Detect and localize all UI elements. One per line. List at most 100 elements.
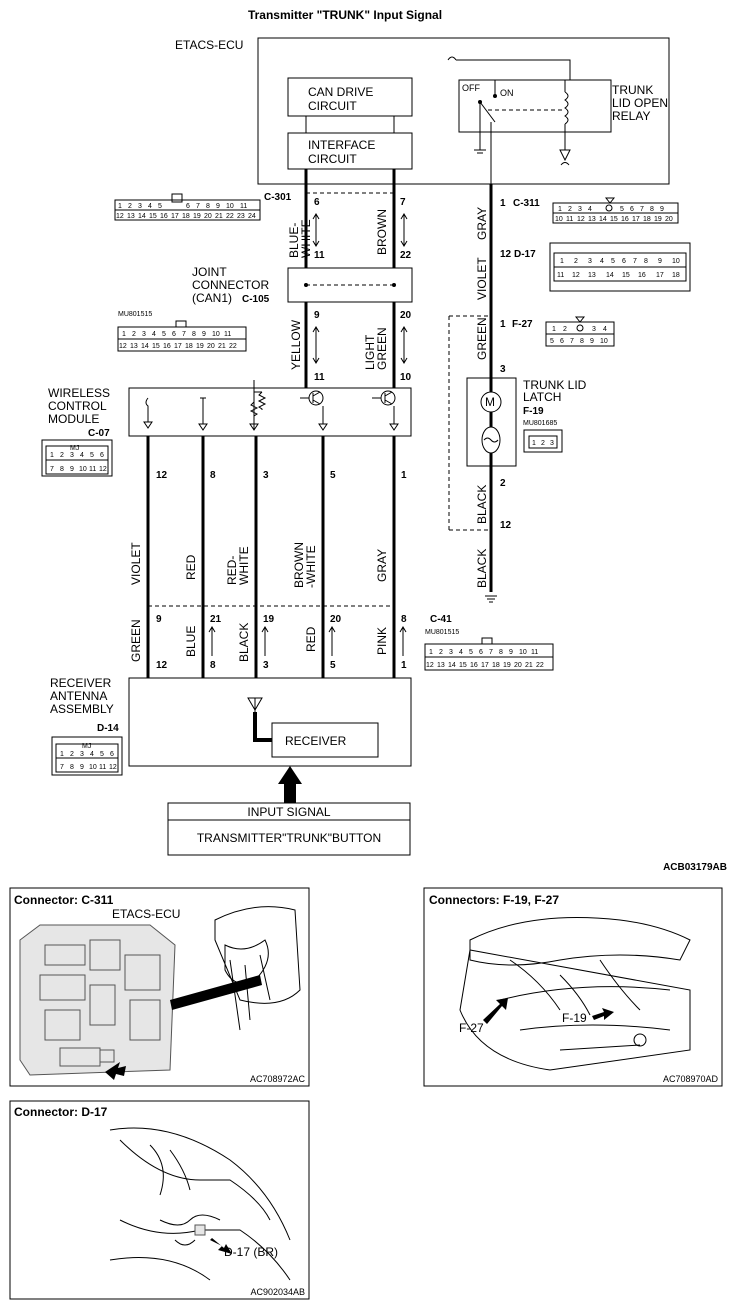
svg-text:10: 10 <box>600 338 608 345</box>
svg-text:F-19: F-19 <box>523 406 544 417</box>
svg-text:C-311: C-311 <box>513 198 540 209</box>
svg-text:2: 2 <box>541 440 545 447</box>
svg-text:22: 22 <box>226 213 234 220</box>
page-title: Transmitter "TRUNK" Input Signal <box>248 8 442 22</box>
svg-text:1: 1 <box>122 331 126 338</box>
svg-text:3: 3 <box>80 751 84 758</box>
svg-text:MJ: MJ <box>82 743 91 750</box>
svg-text:10: 10 <box>89 764 97 771</box>
svg-text:19: 19 <box>196 343 204 350</box>
svg-text:YELLOW: YELLOW <box>289 319 303 370</box>
svg-text:ASSEMBLY: ASSEMBLY <box>50 702 114 716</box>
interface-box <box>287 132 413 170</box>
svg-text:2: 2 <box>70 751 74 758</box>
svg-text:6: 6 <box>186 203 190 210</box>
svg-text:21: 21 <box>525 662 533 669</box>
svg-text:MU801515: MU801515 <box>118 311 152 318</box>
photo-panel-d17 <box>9 1100 310 1300</box>
d17-arrow-icon <box>210 1238 232 1254</box>
svg-text:17: 17 <box>632 216 640 223</box>
svg-text:21: 21 <box>218 343 226 350</box>
svg-text:3: 3 <box>449 649 453 656</box>
svg-text:4: 4 <box>600 258 604 265</box>
svg-text:22: 22 <box>400 250 412 261</box>
svg-text:LATCH: LATCH <box>523 390 561 404</box>
svg-text:1: 1 <box>401 470 407 481</box>
svg-text:7: 7 <box>182 331 186 338</box>
arrow-icon <box>105 1062 126 1080</box>
ecu-box <box>257 37 670 185</box>
svg-text:M: M <box>485 395 495 409</box>
svg-text:2: 2 <box>563 326 567 333</box>
svg-text:F-27: F-27 <box>459 1021 484 1035</box>
svg-text:INPUT SIGNAL: INPUT SIGNAL <box>247 805 330 819</box>
svg-text:5: 5 <box>469 649 473 656</box>
svg-text:12: 12 <box>572 272 580 279</box>
svg-text:MODULE: MODULE <box>48 412 99 426</box>
connector-f19-face: 1 2 3 <box>523 429 563 453</box>
svg-text:BROWN: BROWN <box>375 209 389 255</box>
svg-text:1: 1 <box>429 649 433 656</box>
svg-text:2: 2 <box>60 452 64 459</box>
svg-text:18: 18 <box>182 213 190 220</box>
joint-connector-box <box>287 267 413 303</box>
up-arrow-icon <box>278 766 302 803</box>
svg-text:14: 14 <box>138 213 146 220</box>
svg-text:12: 12 <box>426 662 434 669</box>
svg-text:6: 6 <box>100 452 104 459</box>
svg-text:VIOLET: VIOLET <box>475 257 489 300</box>
svg-text:20: 20 <box>400 310 412 321</box>
interior-illustration <box>109 1127 291 1281</box>
svg-text:8: 8 <box>192 331 196 338</box>
svg-text:5: 5 <box>330 470 336 481</box>
svg-text:19: 19 <box>193 213 201 220</box>
svg-text:20: 20 <box>514 662 522 669</box>
connector-c41-face: 1 2 3 4 5 6 7 8 9 10 11 12 13 14 15 16 1… <box>424 637 554 671</box>
svg-text:4: 4 <box>148 203 152 210</box>
relay-box <box>458 79 612 133</box>
svg-text:9: 9 <box>314 310 320 321</box>
svg-text:6: 6 <box>314 197 320 208</box>
svg-text:1: 1 <box>532 440 536 447</box>
svg-text:2: 2 <box>132 331 136 338</box>
svg-text:5: 5 <box>100 751 104 758</box>
svg-text:GREEN: GREEN <box>129 619 143 662</box>
svg-text:7: 7 <box>60 764 64 771</box>
svg-text:RECEIVER: RECEIVER <box>285 734 347 748</box>
svg-text:2: 2 <box>128 203 132 210</box>
svg-text:4: 4 <box>459 649 463 656</box>
svg-text:1: 1 <box>552 326 556 333</box>
svg-text:8: 8 <box>499 649 503 656</box>
svg-text:10: 10 <box>672 258 680 265</box>
svg-text:16: 16 <box>470 662 478 669</box>
svg-text:16: 16 <box>638 272 646 279</box>
svg-text:12: 12 <box>156 470 168 481</box>
can-drive-l1: CAN DRIVE <box>308 85 373 99</box>
svg-text:18: 18 <box>672 272 680 279</box>
interface-l1: INTERFACE <box>308 138 375 152</box>
receiver-assy-box <box>128 677 412 767</box>
relay-label-1: TRUNK <box>612 83 653 97</box>
svg-text:5: 5 <box>162 331 166 338</box>
svg-text:GREEN: GREEN <box>475 317 489 360</box>
svg-text:13: 13 <box>437 662 445 669</box>
svg-text:20: 20 <box>207 343 215 350</box>
svg-text:19: 19 <box>263 614 275 625</box>
svg-text:GRAY: GRAY <box>375 549 389 582</box>
svg-text:ANTENNA: ANTENNA <box>50 689 107 703</box>
svg-text:9: 9 <box>658 258 662 265</box>
svg-text:15: 15 <box>459 662 467 669</box>
svg-text:D-17 (BR): D-17 (BR) <box>224 1245 278 1259</box>
f27-arrow-icon <box>483 998 508 1024</box>
svg-text:15: 15 <box>610 216 618 223</box>
svg-text:AC708972AC: AC708972AC <box>250 1074 306 1084</box>
svg-text:15: 15 <box>152 343 160 350</box>
svg-text:22: 22 <box>536 662 544 669</box>
connector-d14-face: MJ 1 2 3 4 5 6 7 8 9 10 11 12 <box>51 736 123 776</box>
svg-text:10: 10 <box>79 466 87 473</box>
svg-text:14: 14 <box>606 272 614 279</box>
svg-text:20: 20 <box>665 216 673 223</box>
svg-text:11: 11 <box>566 216 573 223</box>
can-drive-box <box>287 77 413 117</box>
dash-wiring-illustration <box>214 906 301 1031</box>
